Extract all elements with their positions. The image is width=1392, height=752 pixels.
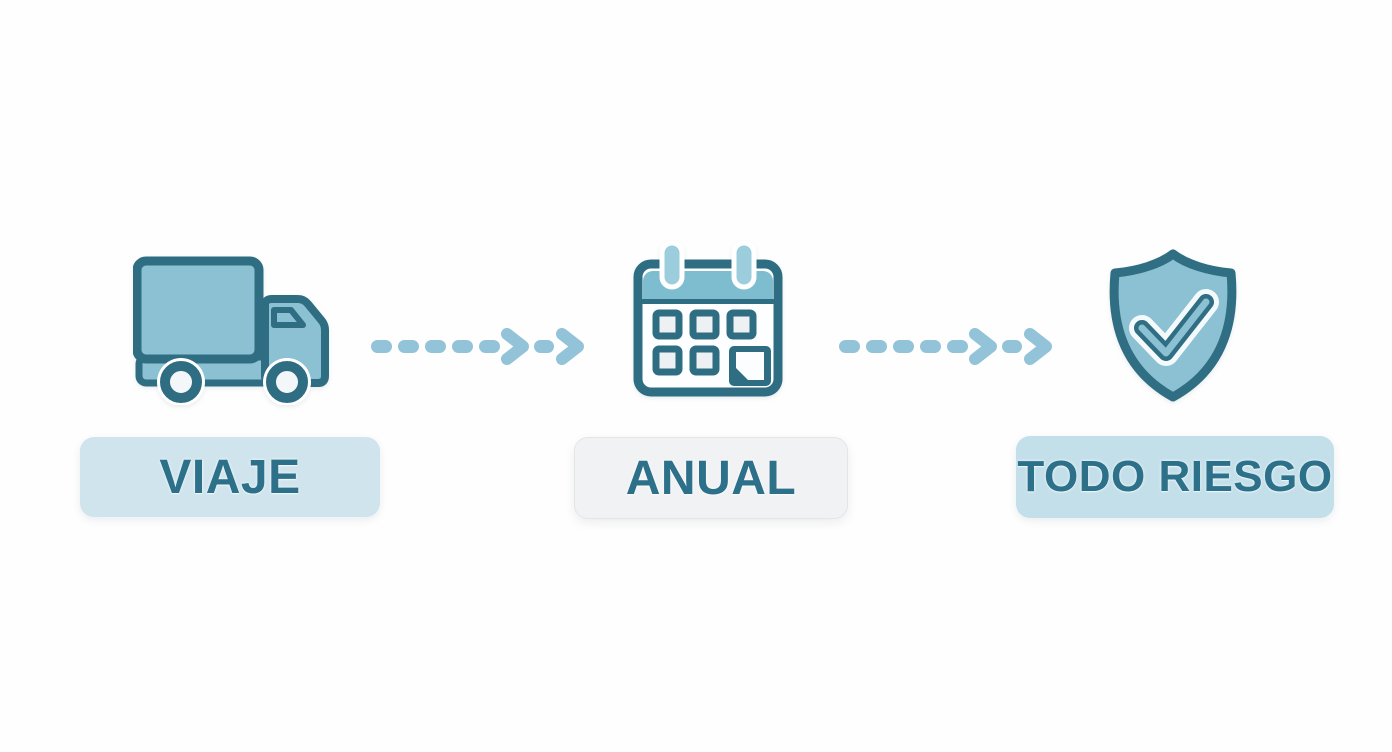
truck-icon (133, 256, 329, 405)
step-label-todo-riesgo: TODO RIESGO (1016, 436, 1334, 518)
dashed-arrow-icon (839, 328, 1052, 365)
step-label-viaje: VIAJE (80, 437, 380, 517)
step-label-anual: ANUAL (574, 437, 848, 519)
shield-check-icon (1109, 249, 1237, 402)
calendar-icon (633, 240, 783, 397)
dashed-arrow-icon (371, 328, 584, 365)
